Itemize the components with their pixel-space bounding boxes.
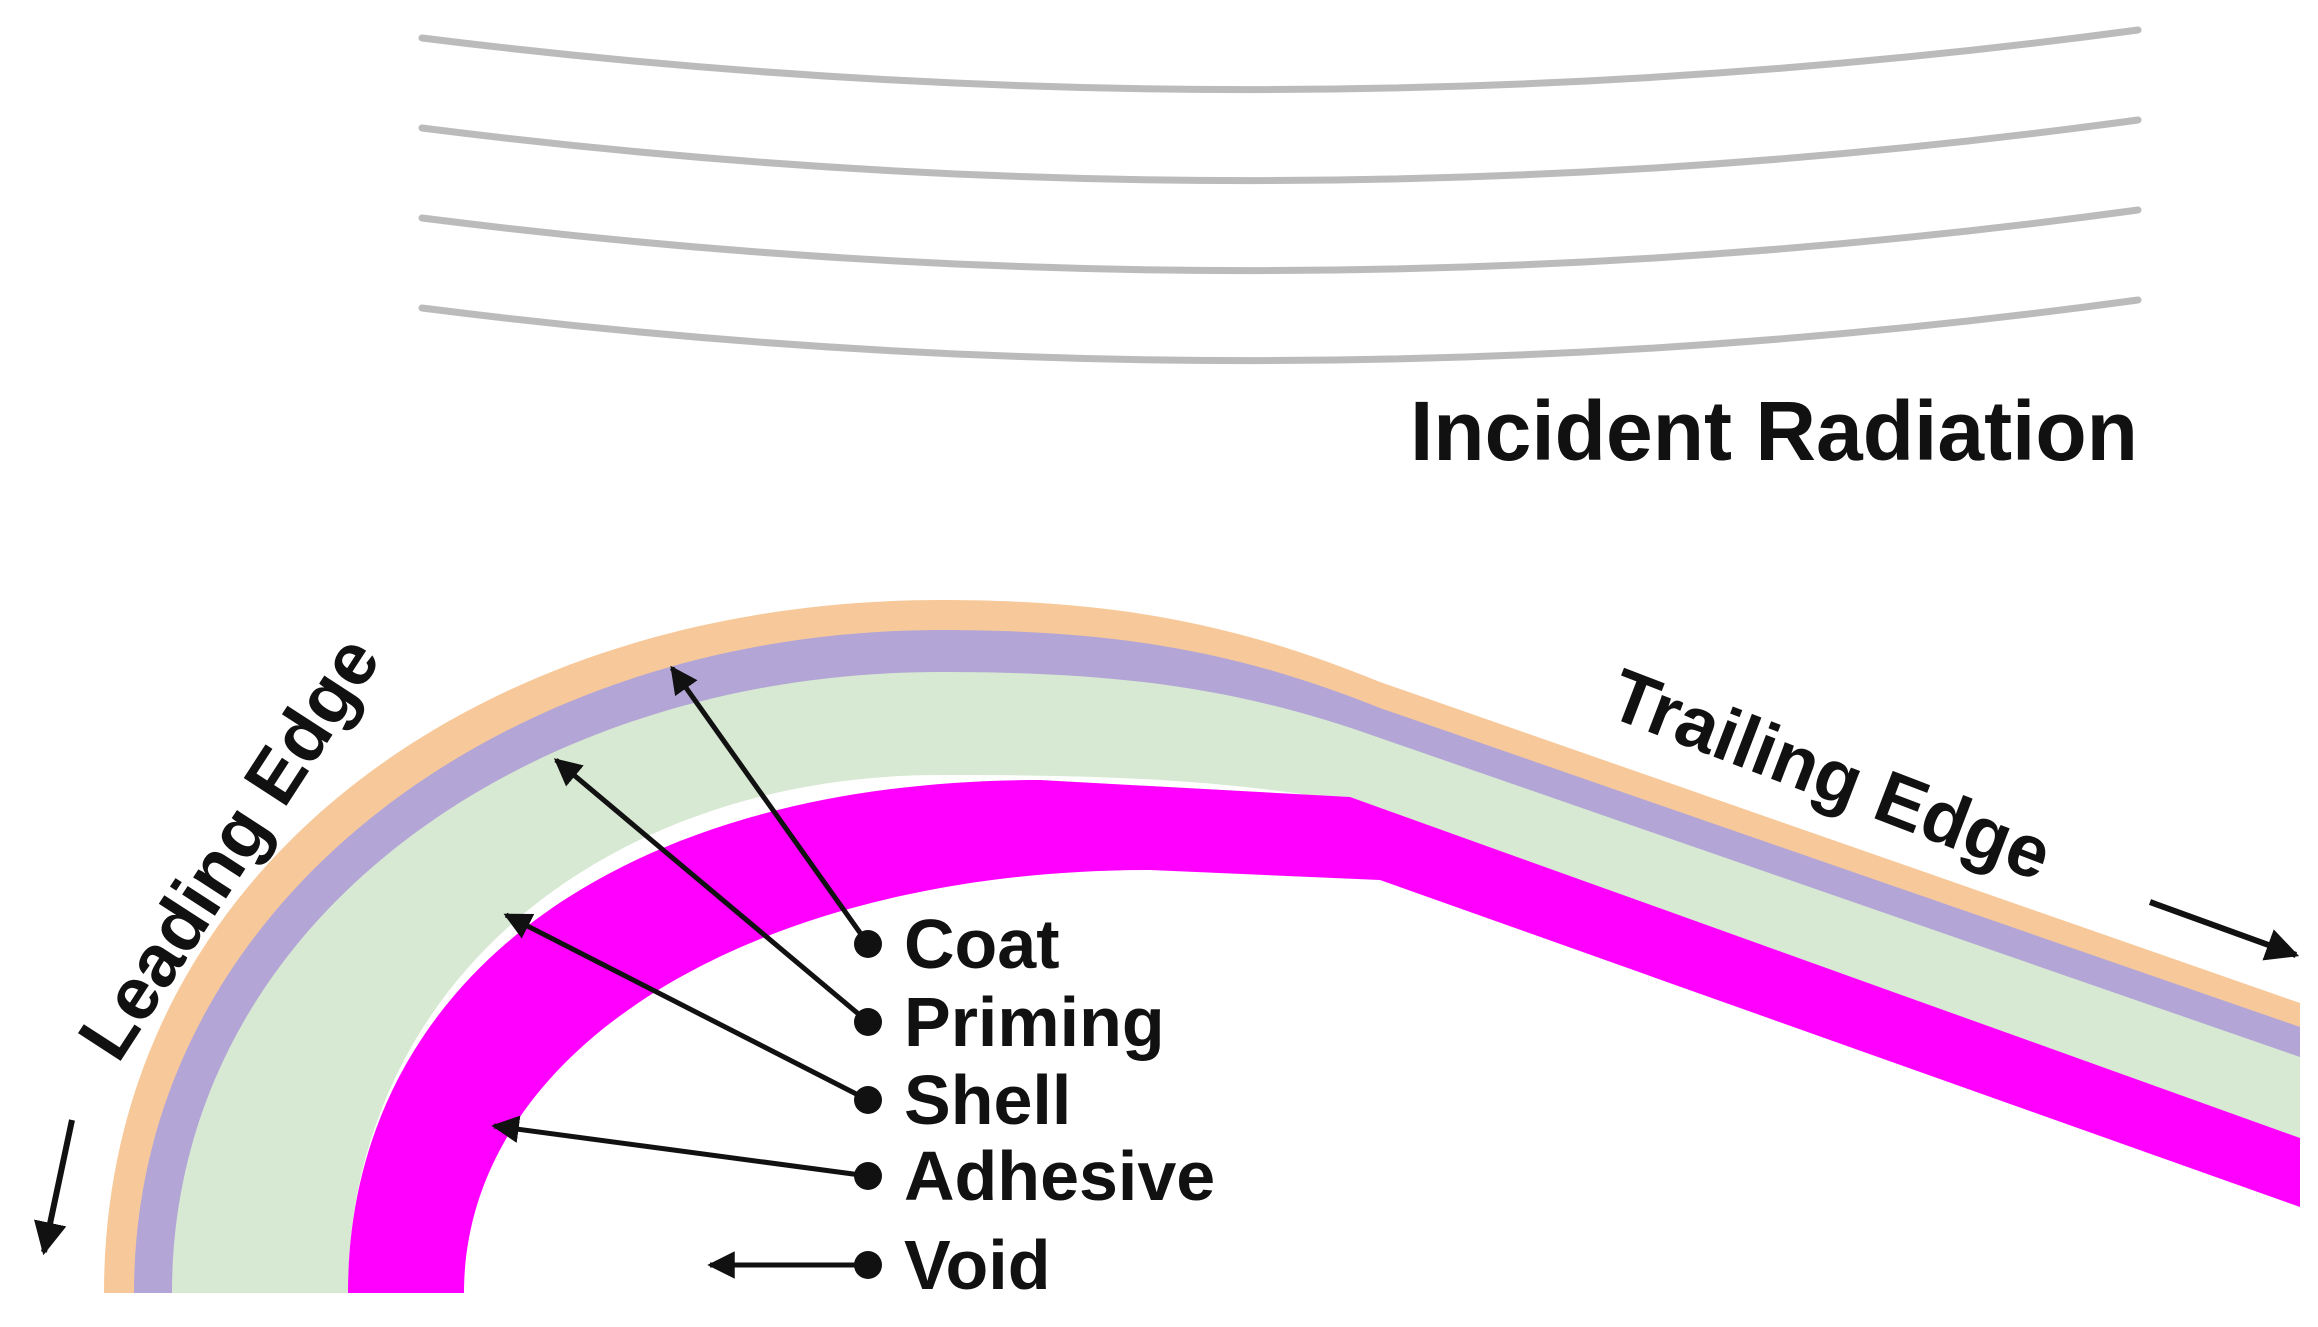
shell-dot bbox=[854, 1086, 882, 1114]
radiation-line-1 bbox=[418, 26, 2142, 94]
shell-layer bbox=[172, 672, 2300, 1293]
coat-dot bbox=[854, 930, 882, 958]
adhesive-leader-arrow bbox=[491, 1115, 869, 1179]
adhesive-layer bbox=[348, 780, 2300, 1293]
void-dot bbox=[854, 1251, 882, 1279]
priming-leader-arrow bbox=[553, 758, 870, 1024]
coat-label: Coat bbox=[904, 905, 1060, 983]
void-label: Void bbox=[904, 1226, 1050, 1304]
incident-radiation-lines bbox=[418, 26, 2142, 365]
layer-callouts: Coat Priming Shell Adhesive Void bbox=[491, 665, 1215, 1304]
blade-layers bbox=[104, 600, 2300, 1293]
adhesive-dot bbox=[854, 1162, 882, 1190]
coat-leader-arrow bbox=[669, 665, 871, 946]
radiation-line-4 bbox=[418, 296, 2142, 365]
trailing-edge-arrow bbox=[2148, 899, 2300, 961]
incident-radiation-label: Incident Radiation bbox=[1410, 384, 2138, 478]
shell-leader-arrow bbox=[503, 912, 870, 1103]
priming-label: Priming bbox=[904, 983, 1165, 1061]
radiation-line-3 bbox=[418, 206, 2142, 275]
adhesive-label: Adhesive bbox=[904, 1137, 1215, 1215]
shell-label: Shell bbox=[904, 1061, 1071, 1139]
priming-dot bbox=[854, 1008, 882, 1036]
leading-edge-arrow bbox=[34, 1119, 75, 1256]
radiation-line-2 bbox=[418, 116, 2142, 185]
